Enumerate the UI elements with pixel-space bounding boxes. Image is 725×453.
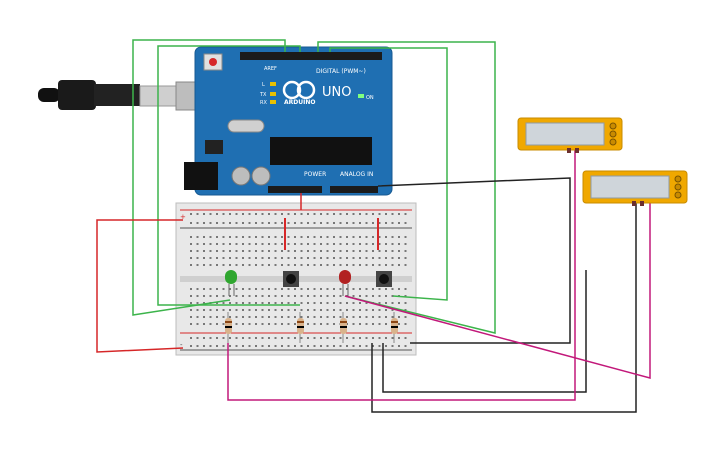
wire-black-1 bbox=[377, 177, 571, 344]
wire-green-2 bbox=[157, 45, 301, 306]
model-label: UNO bbox=[322, 85, 351, 100]
resistor-1 bbox=[225, 312, 232, 343]
wire-red-power bbox=[96, 219, 184, 353]
breadboard-holes bbox=[190, 213, 407, 347]
red-led[interactable] bbox=[339, 270, 351, 296]
reset-button[interactable] bbox=[209, 58, 217, 66]
wires bbox=[96, 39, 651, 413]
wire-green-3 bbox=[317, 41, 496, 334]
push-button-2[interactable] bbox=[376, 271, 392, 287]
digital-label: DIGITAL (PWM~) bbox=[316, 68, 366, 75]
wire-green-4 bbox=[329, 47, 448, 301]
push-button-1[interactable] bbox=[283, 271, 299, 287]
arduino-logo bbox=[282, 80, 316, 100]
arduino-uno-board[interactable]: DIGITAL (PWM~) AREF ARDUINO UNO ON L TX … bbox=[184, 46, 393, 196]
wire-green-1 bbox=[132, 39, 286, 316]
analog-label: ANALOG IN bbox=[340, 171, 373, 178]
digital-header bbox=[240, 52, 382, 60]
resistor-2 bbox=[297, 312, 304, 343]
components bbox=[225, 270, 398, 343]
l-label: L bbox=[262, 82, 265, 88]
wire-magenta-1 bbox=[227, 150, 576, 401]
rx-label: RX bbox=[260, 100, 267, 106]
green-led[interactable] bbox=[225, 270, 237, 296]
rail-plus-top: + bbox=[180, 213, 186, 221]
tx-label: TX bbox=[259, 92, 267, 98]
display-2[interactable] bbox=[582, 170, 688, 206]
usb-cable bbox=[38, 80, 199, 111]
resistor-3 bbox=[340, 312, 347, 343]
aref-label: AREF bbox=[264, 66, 277, 72]
wire-black-2 bbox=[371, 203, 637, 413]
power-jack bbox=[184, 162, 218, 190]
atmega-chip bbox=[270, 137, 372, 165]
on-label: ON bbox=[366, 95, 374, 101]
display-1[interactable] bbox=[517, 117, 623, 153]
brand-label: ARDUINO bbox=[284, 99, 315, 106]
power-label: POWER bbox=[304, 171, 326, 178]
wire-black-3 bbox=[382, 270, 587, 393]
resistor-4 bbox=[391, 312, 398, 343]
rail-minus-bottom: - bbox=[180, 341, 183, 349]
wire-magenta-2 bbox=[344, 203, 651, 379]
